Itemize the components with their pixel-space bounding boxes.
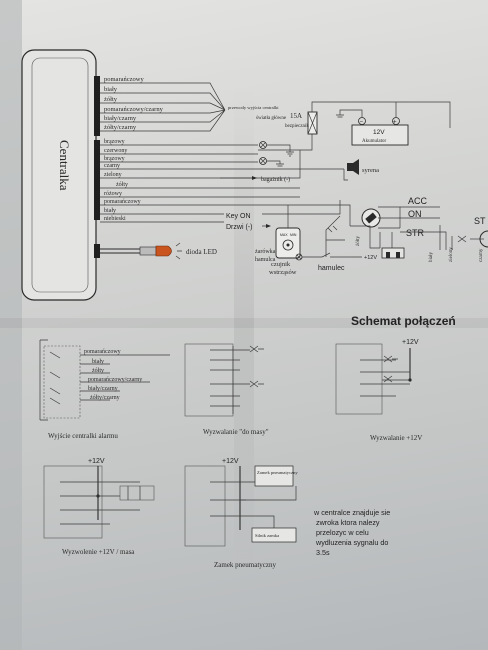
brake-circuit: żarówka hamulca hamulec +12V [255,215,377,272]
panel-12v-trigger: +12V Wyzwalanie +12V [335,339,422,442]
wire-mid-7: pomarańczowy [104,199,141,205]
panel-pneumatic-lock: +12V Zamek pneumatyczny Silnik zamka Zam… [184,458,298,569]
sensor-label-2: wstrząsów [269,269,297,276]
note-line-0: w centralce znajduje sie [313,508,390,517]
st-label: ST [474,216,486,226]
connector-led [94,244,100,258]
panel1-wire-4: biały/czarny [88,386,118,392]
siren: syrena [250,159,379,181]
bialy-label: biały [429,252,434,262]
wire-top-0: pomarańczowy [104,76,144,83]
top-wires: pomarańczowy biały żółty pomarańczowy/cz… [100,76,279,132]
note-line-1: zwroka ktora nalezy [316,518,380,527]
led-label: dioda LED [186,248,217,256]
czarny-label: czarny [479,248,484,262]
connector-mid [94,140,100,220]
battery-voltage: 12V [373,129,385,136]
panel1-wire-1: biały [92,359,104,365]
wire-mid-3: czarny [104,163,120,169]
sensor-max: MAX [280,233,288,237]
str-label: STR [406,228,425,238]
wire-mid-8: biały [104,208,116,214]
brake-bulb-label-1: żarówka [255,249,276,255]
paper-fold [234,82,254,570]
note-line-3: wydluzenia sygnalu do [315,538,388,547]
outputs-note: przewody wyjścia centralki [228,105,279,110]
wire-mid-1: czerwony [104,148,127,154]
shock-sensor: MAX MIN czujnik wstrząsów [269,205,301,276]
panel1-wire-5: żółty/czarny [90,395,120,401]
panel3-caption: Wyzwalanie +12V [370,434,422,442]
main-lights-label: światła główne [256,116,287,121]
panel5-caption: Zamek pneumatyczny [214,561,277,569]
brake-voltage: +12V [364,255,377,261]
relay-note: w centralce znajduje sie zwroka ktora na… [313,508,390,557]
ignition-switch: ACC ON STR ST żółty biały zielony czarny [300,196,488,262]
note-line-4: 3.5s [316,548,330,557]
battery-label: Akumulator [362,139,386,144]
panel3-voltage: +12V [402,339,419,346]
panel1-wire-2: żółty [92,368,104,374]
paper-crease [0,318,488,328]
siren-label: syrena [362,167,379,174]
panel5-box1: Zamek pneumatyczny [257,470,298,475]
battery-minus-icon: − [360,120,364,126]
wire-mid-9: niebieski [104,216,126,222]
panel1-wire-0: pomarańczowy [84,349,121,355]
brake-label: hamulec [318,265,345,272]
wire-mid-6: różowy [104,191,122,197]
wire-top-5: żółty/czarny [104,124,137,131]
note-line-2: przelozyc w celu [316,528,369,537]
zielony-label: zielony [449,247,454,262]
panel5-box2: Silnik zamka [255,533,279,538]
wire-mid-0: brązowy [104,139,125,145]
trunk-input: bagażnik (-) [220,176,290,183]
wire-top-3: pomarańczowy/czarny [104,106,164,113]
acc-label: ACC [408,196,428,206]
wire-mid-4: zielony [104,172,122,178]
led-indicator: dioda LED [100,242,217,260]
panel4-voltage: +12V [88,458,105,465]
battery-plus-icon: + [393,120,397,126]
key-door-inputs: Key ON Drzwi (-) [220,200,341,231]
panel1-wire-3: pomarańczowy/czarny [88,377,142,383]
wire-top-1: biały [104,86,118,93]
battery: 12V Akumulator − + [336,102,409,146]
central-title: Centralka [57,140,72,191]
wire-mid-2: brązowy [104,156,125,162]
zolty-label: żółty [356,236,361,246]
on-label: ON [408,209,422,219]
panel5-voltage: +12V [222,458,239,465]
panel-outputs: pomarańczowy biały żółty pomarańczowy/cz… [39,339,170,440]
fuse-label: bezpiecznik [285,124,309,129]
panel2-caption: Wyzwalanie "do masy" [203,428,269,436]
panel-ground-trigger: Wyzwalanie "do masy" [184,343,269,436]
light-bulbs: światła główne [256,116,294,167]
key-on-label: Key ON [226,213,251,220]
central-unit: Centralka [21,49,100,301]
connector-top [94,76,100,136]
wire-top-4: biały/czarny [104,115,137,122]
brake-bulb-label-2: hamulca [255,257,276,263]
sensor-min: MIN [290,233,297,237]
panel-12v-mass: +12V Wyzwolenie +12V / masa [43,458,155,556]
fuse: 15A bezpiecznik [258,101,451,179]
wire-top-2: żółty [104,96,118,103]
paper-edge [0,0,22,650]
sensor-label-1: czujnik [271,261,291,268]
trunk-label: bagażnik (-) [261,176,290,183]
mid-wires: brązowy czerwony brązowy czarny zielony … [100,139,300,223]
fuse-value: 15A [290,112,302,120]
scheme-title: Schemat połączeń [351,314,456,328]
doors-label: Drzwi (-) [226,224,252,231]
panel4-caption: Wyzwolenie +12V / masa [62,548,135,556]
panel1-caption: Wyjście centralki alarmu [48,432,118,440]
wire-mid-5: żółty [116,182,128,188]
